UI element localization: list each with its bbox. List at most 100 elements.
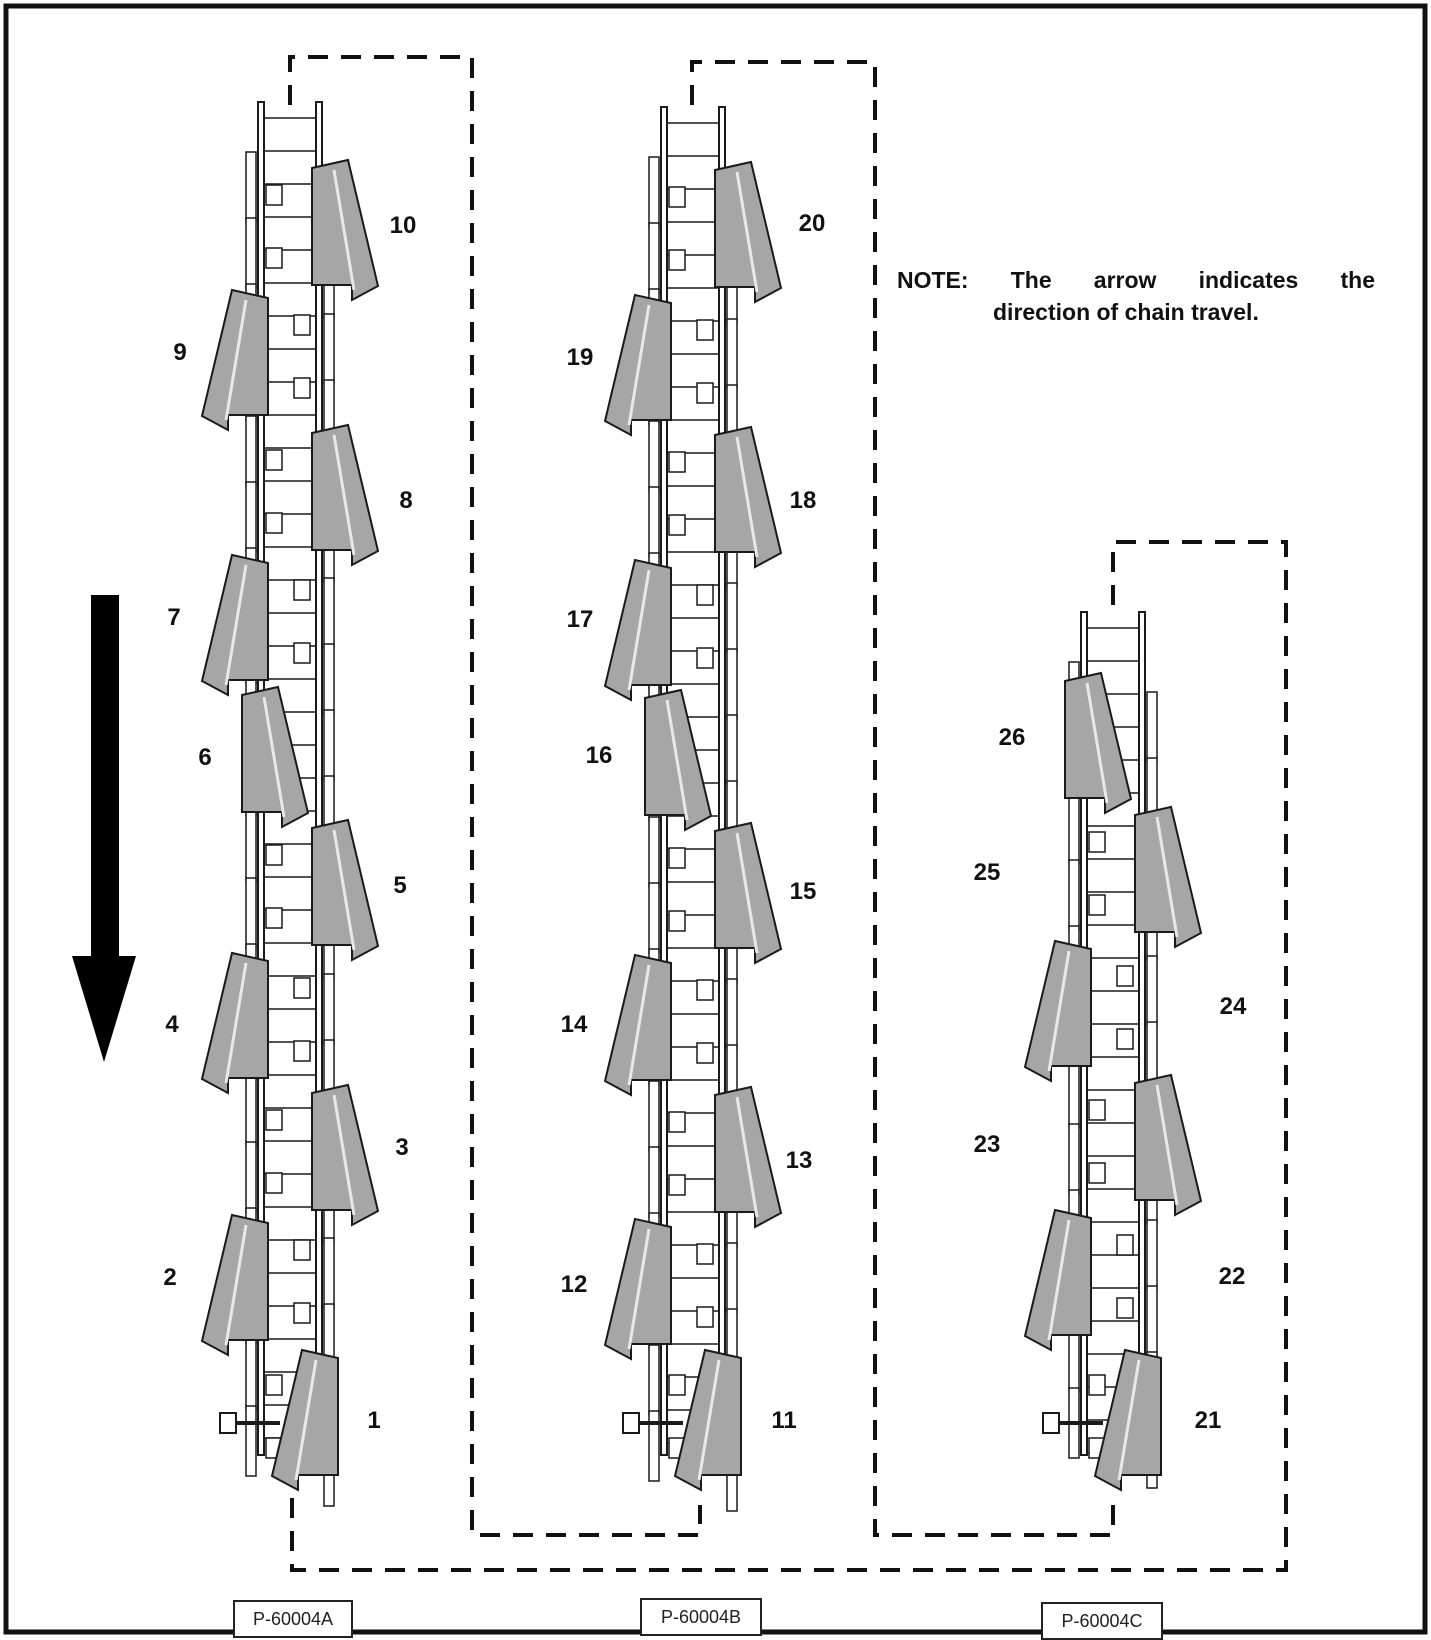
bolt-head — [265, 247, 283, 269]
paddle-edge — [1085, 682, 1109, 804]
note-word-4: the — [1340, 267, 1376, 293]
bolt-head — [293, 579, 311, 601]
paddle-15: 15 — [668, 821, 816, 965]
end-bolt — [1042, 1412, 1060, 1434]
side-plate — [1068, 1057, 1080, 1129]
paddle-2: 2 — [163, 1213, 311, 1357]
side-plate — [648, 156, 660, 228]
bolt-head — [696, 979, 714, 1001]
paddle-edge — [332, 169, 356, 291]
paddle-number: 7 — [167, 604, 180, 631]
side-plate — [1068, 1123, 1080, 1195]
paddle-number: 8 — [399, 487, 412, 514]
paddle-1: 1 — [265, 1348, 381, 1492]
paddle-edge — [1047, 1219, 1071, 1341]
paddle-edge — [332, 829, 356, 951]
paddle-edge — [627, 964, 651, 1086]
paddle-14: 14 — [561, 953, 714, 1097]
bolt-head — [265, 512, 283, 534]
paddle-4: 4 — [165, 951, 311, 1095]
paddle-18: 18 — [668, 425, 816, 569]
side-plate — [726, 318, 738, 390]
part-number-b: P-60004B — [640, 1598, 762, 1636]
paddle-edge — [627, 304, 651, 426]
side-plate — [726, 1242, 738, 1314]
paddle-number: 24 — [1220, 993, 1247, 1020]
bolt-head — [1116, 1028, 1134, 1050]
paddle-edge — [627, 569, 651, 691]
paddle-26: 26 — [999, 671, 1133, 815]
bolt-head — [265, 1172, 283, 1194]
side-plate — [323, 709, 335, 781]
bolt-head — [265, 184, 283, 206]
side-plate — [1146, 1285, 1158, 1357]
side-plate — [648, 420, 660, 492]
paddle-edge — [1155, 816, 1179, 938]
paddle-edge — [332, 434, 356, 556]
side-plate — [726, 582, 738, 654]
bolt-head — [293, 977, 311, 999]
bolt-head — [696, 647, 714, 669]
paddle-number: 20 — [799, 210, 826, 237]
bolt-head — [668, 514, 686, 536]
bolt-head — [265, 1109, 283, 1131]
bolt-head — [1116, 965, 1134, 987]
side-plate — [726, 978, 738, 1050]
bolt-head — [668, 1374, 686, 1396]
paddle-edge — [665, 699, 689, 821]
paddle-number: 5 — [393, 872, 406, 899]
note-word-2: arrow — [1093, 267, 1157, 293]
paddle-edge — [627, 1228, 651, 1350]
end-bolt — [219, 1412, 237, 1434]
side-plate — [648, 486, 660, 558]
side-plate — [323, 973, 335, 1045]
paddle-number: 6 — [198, 744, 211, 771]
down-arrow-icon — [72, 595, 136, 1062]
paddle-7: 7 — [167, 553, 311, 697]
bolt-head — [696, 1042, 714, 1064]
chains-layer: 1098765432120191817161514131211262524232… — [163, 101, 1247, 1512]
side-plate — [1146, 1219, 1158, 1291]
bolt-head — [265, 907, 283, 929]
paddle-edge — [735, 171, 759, 293]
side-plate — [245, 1141, 257, 1213]
side-plate — [648, 222, 660, 294]
paddle-17: 17 — [567, 558, 714, 702]
bolt-head — [293, 377, 311, 399]
note-line-2: direction of chain travel. — [993, 299, 1259, 325]
bolt-head — [696, 584, 714, 606]
group-outline-c — [290, 540, 1288, 1572]
paddle-9: 9 — [173, 288, 311, 432]
bolt-head — [293, 642, 311, 664]
side-plate — [323, 313, 335, 385]
side-plate — [1068, 793, 1080, 865]
paddle-12: 12 — [561, 1217, 714, 1361]
side-plate — [726, 714, 738, 786]
paddle-number: 4 — [165, 1011, 179, 1038]
bolt-head — [1116, 1297, 1134, 1319]
paddle-number: 9 — [173, 339, 186, 366]
bolt-head — [668, 1111, 686, 1133]
paddle-number: 22 — [1219, 1263, 1246, 1290]
bolt-head — [1116, 1234, 1134, 1256]
side-plate — [648, 882, 660, 954]
paddle-21: 21 — [1088, 1348, 1221, 1492]
bolt-head — [265, 1374, 283, 1396]
side-plate — [1146, 955, 1158, 1027]
side-plate — [245, 151, 257, 223]
bolt-head — [668, 249, 686, 271]
bolt-head — [1088, 1374, 1106, 1396]
paddle-number: 23 — [974, 1131, 1001, 1158]
paddle-16: 16 — [586, 688, 713, 832]
chain-rail-right — [315, 101, 323, 1456]
bolt-head — [265, 449, 283, 471]
paddle-number: 14 — [561, 1011, 588, 1038]
side-plate — [1068, 859, 1080, 931]
chain-rail-right — [1138, 611, 1146, 1456]
part-number-c: P-60004C — [1041, 1602, 1163, 1640]
paddle-11: 11 — [668, 1348, 797, 1492]
bolt-head — [696, 319, 714, 341]
group-outline-b — [690, 60, 1115, 1537]
paddle-20: 20 — [668, 160, 826, 304]
